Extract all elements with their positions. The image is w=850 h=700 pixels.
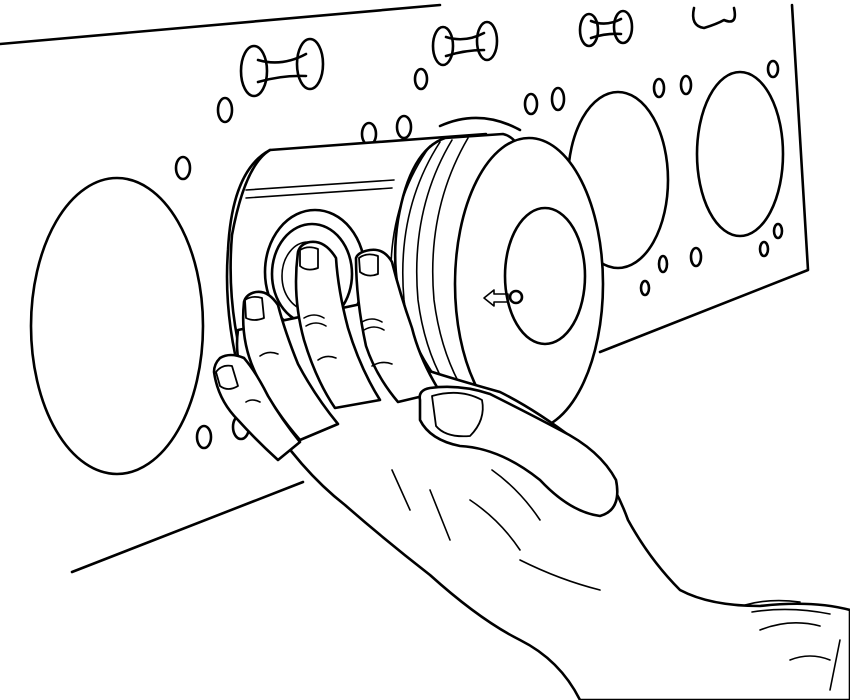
arrow-icon: [483, 289, 509, 307]
little-finger: [212, 353, 302, 462]
coolant-slot: [578, 9, 634, 48]
thumb: [418, 385, 619, 518]
coolant-slots: [239, 6, 737, 98]
coolant-slot: [431, 20, 499, 67]
coolant-slot: [239, 37, 325, 98]
cylinder-bore: [29, 176, 205, 476]
knuckle-lines: [245, 314, 601, 591]
coolant-slot: [691, 6, 737, 30]
cylinder-block-deck: [0, 3, 810, 574]
hand: [212, 240, 850, 700]
piston-crown: [453, 136, 605, 432]
cylinder-bore: [695, 70, 785, 238]
index-finger: [294, 240, 382, 410]
